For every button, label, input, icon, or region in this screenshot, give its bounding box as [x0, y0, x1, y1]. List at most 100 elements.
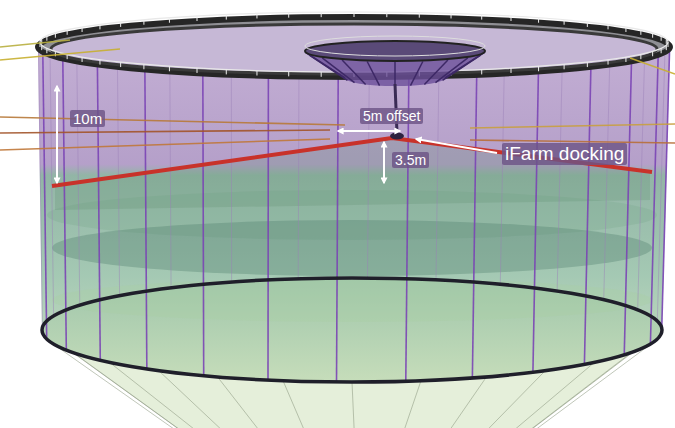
- rail-post: [143, 64, 144, 69]
- net-rope: [50, 39, 54, 316]
- net-rope: [657, 42, 665, 321]
- rail-post: [587, 62, 588, 67]
- dimension-label: 10m: [70, 110, 105, 127]
- center-structure-rib: [410, 62, 422, 86]
- center-structure-rib: [424, 60, 448, 84]
- rail-post: [511, 16, 512, 21]
- rail-post: [67, 30, 68, 35]
- rail-post: [226, 15, 227, 20]
- mooring-line: [0, 49, 120, 60]
- dimension-label: 3.5m: [392, 152, 429, 168]
- rail-post: [256, 13, 257, 18]
- net-rope: [63, 59, 67, 351]
- water-band: [52, 278, 652, 322]
- net-rope: [624, 61, 631, 355]
- net-rope: [145, 69, 147, 368]
- center-structure-rib: [322, 58, 354, 83]
- net-rope: [77, 33, 80, 305]
- rail-post: [538, 66, 539, 71]
- center-structure-rail: [305, 36, 485, 56]
- rail-post: [99, 60, 100, 65]
- rail-post: [143, 20, 144, 25]
- rail-post: [321, 12, 322, 17]
- depth-dimension-arrow: [383, 142, 385, 183]
- dimension-label: 5m offset: [360, 108, 423, 124]
- rail-post: [67, 54, 68, 59]
- water-band: [52, 220, 652, 276]
- rail-post: [666, 39, 667, 44]
- rail-post: [538, 18, 539, 23]
- rail-post: [321, 72, 322, 77]
- center-structure-rib: [394, 62, 396, 86]
- rail-post: [46, 36, 47, 41]
- rail-post: [668, 42, 669, 47]
- rail-post: [82, 27, 83, 32]
- cone-line: [352, 382, 360, 428]
- net-rope: [43, 52, 47, 339]
- rail-post: [120, 22, 121, 27]
- center-structure-rib: [435, 58, 467, 83]
- mooring-line: [0, 139, 330, 150]
- net-rope: [472, 75, 476, 378]
- docking-point: [390, 133, 404, 140]
- rail-post: [564, 64, 565, 69]
- rail-post: [197, 16, 198, 21]
- cone-line: [360, 377, 487, 428]
- net-rope: [267, 76, 269, 380]
- net-rope: [38, 46, 42, 328]
- mooring-line: [0, 117, 345, 125]
- center-structure-rib: [367, 62, 379, 86]
- net-rope: [584, 67, 590, 365]
- rail-post: [511, 68, 512, 73]
- offset-dimension-arrow: [338, 130, 400, 132]
- height-dimension-arrow: [56, 86, 58, 183]
- net-rope: [337, 77, 339, 382]
- cone-line: [217, 377, 360, 428]
- rail-post: [169, 18, 170, 23]
- rail-post: [564, 20, 565, 25]
- rail-post: [481, 15, 482, 20]
- rail-post: [652, 33, 653, 38]
- rail-post: [120, 62, 121, 67]
- net-rope: [533, 71, 539, 372]
- mooring-line: [0, 130, 330, 133]
- rail-post: [587, 22, 588, 27]
- mooring-line: [630, 58, 675, 74]
- rail-post: [608, 60, 609, 65]
- rail-post: [640, 54, 641, 59]
- callout-arrow: [416, 139, 497, 153]
- rail-post: [226, 69, 227, 74]
- net-rope: [97, 65, 100, 361]
- rail-post: [652, 51, 653, 56]
- rail-post: [625, 57, 626, 62]
- cone-line: [360, 381, 421, 428]
- bottom-ring: [42, 278, 662, 382]
- cone-line: [283, 381, 360, 428]
- rail-post: [288, 71, 289, 76]
- rail-post: [386, 12, 387, 17]
- rail-post: [608, 24, 609, 29]
- net-rope: [202, 73, 204, 375]
- mooring-line: [0, 40, 70, 47]
- rail-post: [82, 57, 83, 62]
- net-rope: [662, 48, 670, 332]
- rail-post: [99, 24, 100, 29]
- rail-post: [451, 13, 452, 18]
- rail-post: [419, 13, 420, 18]
- rail-post: [256, 71, 257, 76]
- rail-post: [661, 36, 662, 41]
- rail-post: [661, 48, 662, 53]
- rail-post: [481, 69, 482, 74]
- center-structure-top: [305, 41, 485, 61]
- net-wall: [38, 17, 670, 382]
- rail-post: [41, 45, 42, 50]
- center-structure-rib: [342, 60, 366, 84]
- rail-post: [640, 30, 641, 35]
- rail-post: [354, 12, 355, 17]
- rail-post: [55, 33, 56, 38]
- net-rope: [650, 55, 658, 344]
- rail-post: [169, 66, 170, 71]
- rail-post: [288, 13, 289, 18]
